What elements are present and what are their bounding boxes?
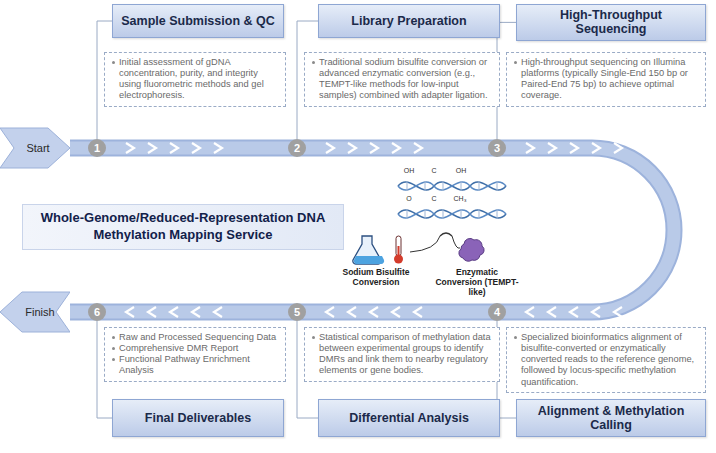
heading-text: Final Deliverables [145, 411, 251, 425]
conversion-arrow [452, 236, 460, 248]
step-heading: High-Throughput Sequencing [516, 4, 706, 41]
icon-caption: Enzymatic Conversion (TEMPT-like) [432, 268, 522, 297]
chemical-label: CH₃ [449, 195, 471, 203]
chevron [414, 307, 422, 317]
chevron [170, 143, 178, 153]
chevron [348, 143, 356, 153]
description-text: Comprehensive DMR Report [111, 343, 280, 354]
callout-number: 3 [494, 142, 500, 154]
step-number: 3 [488, 139, 506, 157]
flask-icon [353, 236, 384, 264]
step-heading: Final Deliverables [112, 399, 284, 437]
callout-number: 1 [94, 142, 100, 154]
step-heading: Alignment & Methylation Calling [516, 399, 706, 437]
step-description: Traditional sodium bisulfite conversion … [304, 52, 500, 107]
chemical-label: OH [400, 167, 418, 175]
start-arrow: Start [0, 122, 70, 174]
chevron [326, 143, 334, 153]
chevron [414, 143, 422, 153]
step-description: Specialized bioinformatics alignment of … [506, 327, 706, 393]
enzyme-icon [459, 238, 484, 261]
step-number: 6 [88, 303, 106, 321]
step-description: Initial assessment of gDNA concentration… [104, 52, 286, 107]
step-heading: Differential Analysis [318, 399, 500, 437]
chevron [326, 307, 334, 317]
chevron [570, 307, 578, 317]
chevron [192, 307, 200, 317]
chevron [192, 143, 200, 153]
callout-number: 4 [494, 306, 500, 318]
chevron [570, 143, 578, 153]
step-description: High-throughput sequencing on Illumina p… [506, 52, 706, 107]
chevron [526, 307, 534, 317]
description-text: Raw and Processed Sequencing Data [111, 332, 280, 343]
step-number: 4 [488, 303, 506, 321]
conversion-arrow [410, 236, 440, 252]
diagram-title: Whole-Genome/Reduced-Representation DNA … [22, 204, 344, 250]
callout-number: 2 [294, 142, 300, 154]
heading-text: Finish [25, 306, 54, 318]
description-text: High-throughput sequencing on Illumina p… [513, 57, 700, 102]
chevron [126, 143, 134, 153]
description-text: Initial assessment of gDNA concentration… [111, 57, 280, 102]
chevron [126, 307, 134, 317]
chevron [148, 307, 156, 317]
step-heading: Sample Submission & QC [112, 4, 284, 38]
conversion-arrow [440, 233, 452, 236]
chevron [392, 307, 400, 317]
description-text: Specialized bioinformatics alignment of … [513, 332, 700, 388]
heading-text: Library Preparation [351, 14, 466, 28]
chevron [392, 143, 400, 153]
heading-text: High-Throughput Sequencing [525, 8, 697, 37]
chevron [592, 143, 600, 153]
description-text: Statistical comparison of methylation da… [311, 332, 494, 377]
chemical-label: C [427, 167, 441, 175]
chevron [592, 307, 600, 317]
chemical-label: OH [452, 167, 470, 175]
icon-caption: Sodium Bisulfite Conversion [340, 268, 412, 288]
chevron [614, 307, 622, 317]
step-description: Raw and Processed Sequencing DataCompreh… [104, 327, 286, 382]
step-heading: Library Preparation [318, 4, 500, 38]
chevron [526, 143, 534, 153]
chemical-label: C [427, 195, 441, 203]
description-text: Traditional sodium bisulfite conversion … [311, 57, 494, 102]
chevron [548, 143, 556, 153]
chevron [614, 143, 622, 153]
heading-text: Sample Submission & QC [121, 14, 275, 28]
chevron [214, 143, 222, 153]
step-number: 5 [288, 303, 306, 321]
chemical-label: O [402, 195, 416, 203]
chevron [148, 143, 156, 153]
thermometer-icon [394, 236, 403, 264]
heading-text: Differential Analysis [349, 411, 469, 425]
finish-arrow: Finish [0, 286, 70, 338]
chevron [370, 143, 378, 153]
heading-text: Alignment & Methylation Calling [525, 404, 697, 433]
dna-helix [398, 181, 506, 219]
chevron [348, 307, 356, 317]
step-description: Statistical comparison of methylation da… [304, 327, 500, 382]
callout-number: 6 [94, 306, 100, 318]
heading-text: Start [26, 142, 49, 154]
chevron [548, 307, 556, 317]
chevron [170, 307, 178, 317]
step-number: 1 [88, 139, 106, 157]
chevron [370, 307, 378, 317]
callout-number: 5 [294, 306, 300, 318]
chevron [214, 307, 222, 317]
step-number: 2 [288, 139, 306, 157]
description-text: Functional Pathway Enrichment Analysis [111, 354, 280, 376]
